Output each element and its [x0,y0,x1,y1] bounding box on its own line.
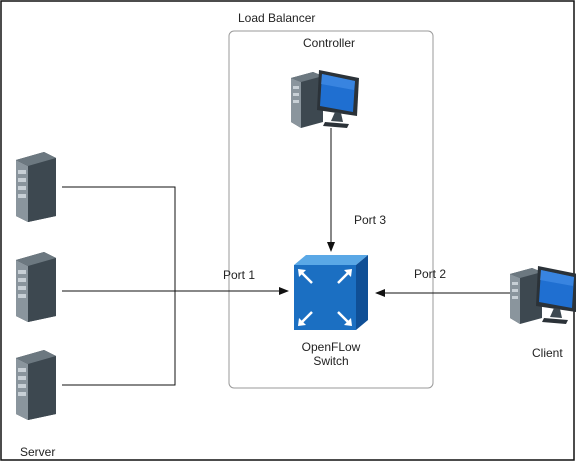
server-icon-bottom [16,350,56,420]
server-bus-line [62,186,176,386]
server-icon-top [16,152,56,222]
server-icon-middle [16,252,56,322]
client-workstation-icon [510,266,576,324]
server-label: Server [20,445,56,459]
openflow-switch-icon [294,255,368,330]
controller-label: Controller [303,36,356,50]
port-2-label: Port 2 [414,267,447,281]
client-label: Client [532,346,563,360]
port-3-label: Port 3 [354,213,387,227]
switch-label-line2: Switch [313,354,349,368]
switch-label-line1: OpenFLow [301,340,361,354]
port-1-label: Port 1 [223,268,256,282]
load-balancer-label: Load Balancer [238,11,316,25]
